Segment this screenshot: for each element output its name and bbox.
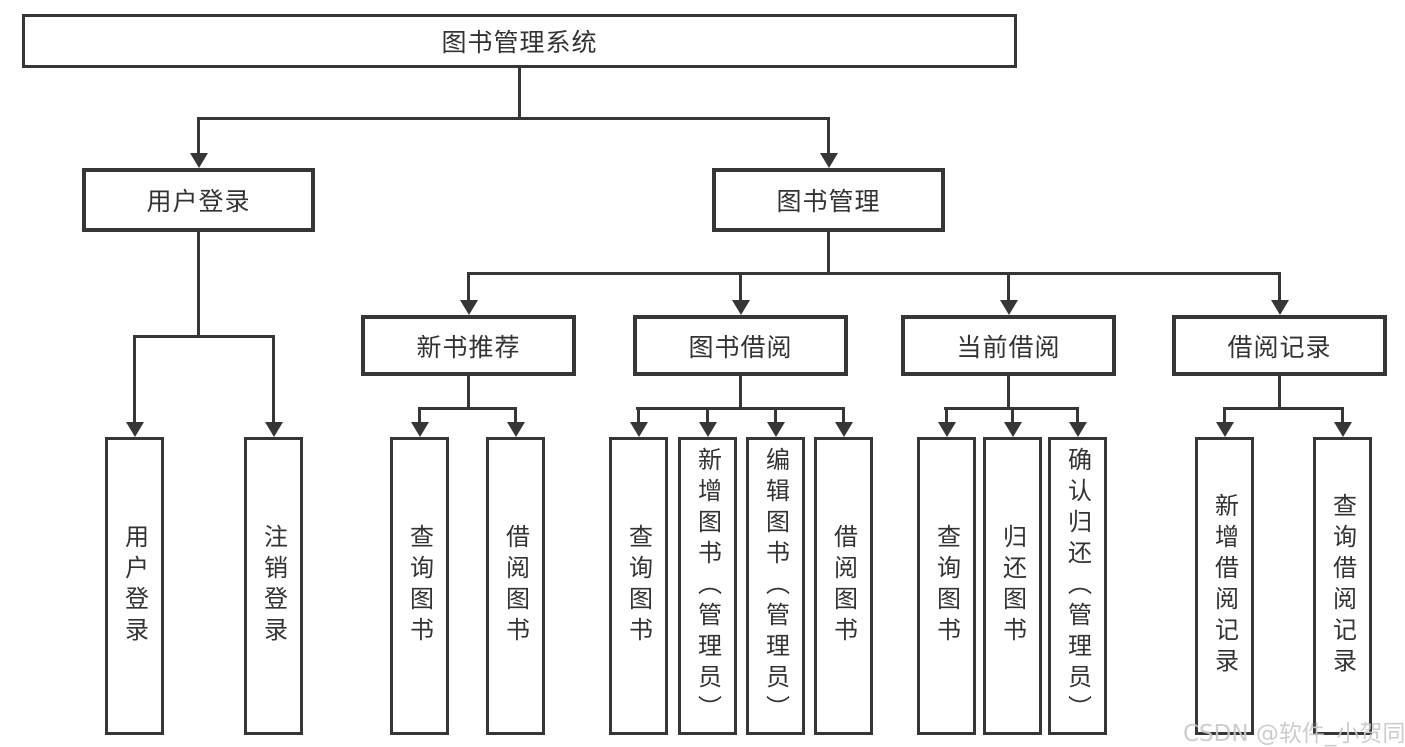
leaf-br-query-borrow-record: 查询借阅记录: [1313, 437, 1372, 735]
arrow-down-bb-query-books: [637, 410, 640, 422]
connector-borrowing-records-branch: [1223, 407, 1344, 410]
arrow-down-to-leaf-logout: [272, 338, 275, 422]
leaf-cb-return-books-label: 归还图书: [998, 524, 1027, 648]
connector-book-management-branch: [467, 272, 1281, 275]
arrow-down-to-book-management: [827, 120, 830, 153]
node-current-borrowing-label: 当前借阅: [956, 332, 1061, 362]
leaf-bb-edit-book-admin-label: 编辑图书（管理员）: [761, 446, 790, 726]
leaf-cb-query-books: 查询图书: [917, 437, 976, 735]
connector-user-login-branch: [133, 335, 275, 338]
arrow-down-to-book-borrowing: [739, 275, 742, 300]
leaf-bb-borrow-books: 借阅图书: [814, 437, 873, 735]
connector-root-stem: [518, 68, 521, 119]
node-book-borrowing-label: 图书借阅: [688, 332, 793, 362]
connector-user-login-stem: [197, 232, 200, 335]
arrow-down-to-user-login: [197, 120, 200, 153]
node-book-management: 图书管理: [712, 168, 945, 232]
connector-root-branch: [197, 117, 830, 120]
arrow-down-to-leaf-user-login: [133, 338, 136, 422]
leaf-logout: 注销登录: [244, 437, 303, 735]
node-new-book-recommendation-label: 新书推荐: [416, 332, 521, 362]
arrow-down-cb-query-books: [945, 410, 948, 422]
arrow-down-bb-add-book: [706, 410, 709, 422]
connector-book-borrowing-stem: [739, 376, 742, 407]
leaf-cb-query-books-label: 查询图书: [932, 524, 961, 648]
node-book-borrowing: 图书借阅: [633, 315, 848, 376]
arrow-down-to-current-borrowing: [1007, 275, 1010, 300]
leaf-br-add-borrow-record-label: 新增借阅记录: [1210, 493, 1239, 679]
node-borrowing-records: 借阅记录: [1172, 315, 1387, 376]
arrow-down-nb-query-books: [418, 410, 421, 422]
leaf-user-login: 用户登录: [105, 437, 164, 735]
connector-current-borrowing-branch: [944, 407, 1079, 410]
node-user-login: 用户登录: [82, 168, 315, 232]
leaf-br-query-borrow-record-label: 查询借阅记录: [1328, 493, 1357, 679]
leaf-br-add-borrow-record: 新增借阅记录: [1195, 437, 1254, 735]
leaf-nb-query-books: 查询图书: [390, 437, 449, 735]
connector-current-borrowing-stem: [1007, 376, 1010, 407]
leaf-cb-confirm-return-admin: 确认归还（管理员）: [1048, 437, 1107, 735]
csdn-watermark: CSDN @软件_小贺同学: [1183, 721, 1405, 747]
arrow-down-br-query-record: [1341, 410, 1344, 422]
node-book-management-label: 图书管理: [776, 187, 881, 216]
arrow-down-cb-confirm-return: [1076, 410, 1079, 422]
node-current-borrowing: 当前借阅: [901, 315, 1116, 376]
connector-new-book-branch: [418, 407, 517, 410]
leaf-nb-borrow-books: 借阅图书: [486, 437, 545, 735]
connector-book-borrowing-branch: [636, 407, 845, 410]
leaf-cb-confirm-return-admin-label: 确认归还（管理员）: [1063, 446, 1092, 726]
arrow-down-to-new-book-recommendation: [467, 275, 470, 300]
connector-new-book-stem: [467, 376, 470, 407]
leaf-bb-add-book-admin: 新增图书（管理员）: [678, 437, 737, 735]
connector-borrowing-records-stem: [1278, 376, 1281, 407]
leaf-bb-query-books: 查询图书: [609, 437, 668, 735]
leaf-logout-label: 注销登录: [259, 524, 288, 648]
leaf-cb-return-books: 归还图书: [983, 437, 1042, 735]
leaf-nb-query-books-label: 查询图书: [405, 524, 434, 648]
node-user-login-label: 用户登录: [146, 187, 251, 216]
arrow-down-bb-edit-book: [774, 410, 777, 422]
connector-book-management-stem: [827, 232, 830, 272]
leaf-bb-borrow-books-label: 借阅图书: [829, 524, 858, 648]
arrow-down-bb-borrow-books: [842, 410, 845, 422]
node-new-book-recommendation: 新书推荐: [361, 315, 576, 376]
node-root-label: 图书管理系统: [441, 28, 598, 57]
arrow-down-cb-return-books: [1011, 410, 1014, 422]
leaf-user-login-label: 用户登录: [120, 524, 149, 648]
node-borrowing-records-label: 借阅记录: [1227, 332, 1332, 362]
leaf-bb-add-book-admin-label: 新增图书（管理员）: [693, 446, 722, 726]
node-root-book-management-system: 图书管理系统: [22, 14, 1017, 68]
arrow-down-br-add-record: [1223, 410, 1226, 422]
arrow-down-nb-borrow-books: [514, 410, 517, 422]
arrow-down-to-borrowing-records: [1278, 275, 1281, 300]
leaf-nb-borrow-books-label: 借阅图书: [501, 524, 530, 648]
leaf-bb-edit-book-admin: 编辑图书（管理员）: [746, 437, 805, 735]
leaf-bb-query-books-label: 查询图书: [624, 524, 653, 648]
